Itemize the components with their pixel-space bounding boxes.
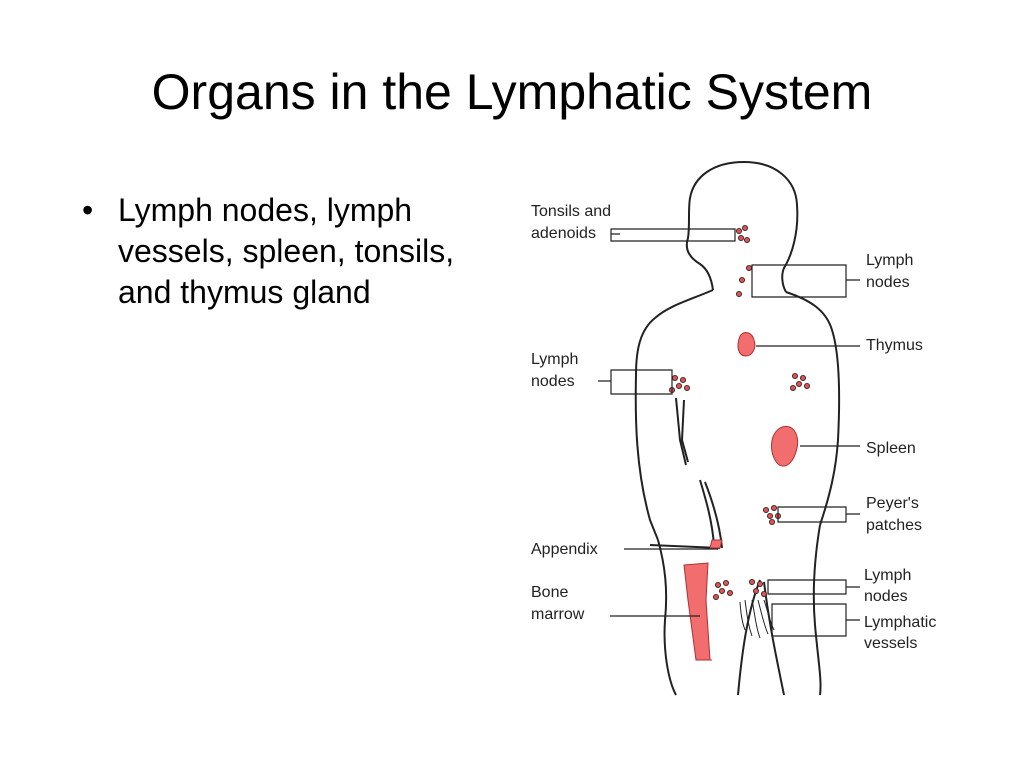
- arm-node: [676, 382, 683, 389]
- lymphatic-vessels: [739, 599, 775, 639]
- label-arm-lymph-nodes: Lymph: [531, 351, 578, 368]
- groin-node: [719, 588, 726, 595]
- torso-right-outline: [812, 524, 822, 696]
- tonsil-node: [738, 234, 745, 241]
- appendix-icon: [709, 539, 723, 549]
- groin-node: [723, 580, 730, 587]
- bullet-text: Lymph nodes, lymph vessels, spleen, tons…: [118, 192, 455, 310]
- head-outline: [685, 160, 799, 293]
- leader-lines: [598, 228, 860, 637]
- peyers-patch-node: [769, 519, 776, 526]
- diagram-labels: Tonsils and adenoids Lymph nodes Thymus …: [531, 203, 936, 652]
- vessel-line: [744, 599, 753, 637]
- groin-node: [757, 581, 764, 588]
- lymph-node-clusters: [669, 224, 811, 601]
- organs: [683, 332, 799, 661]
- label-appendix: Appendix: [531, 541, 598, 558]
- arm-node: [672, 374, 679, 381]
- bullet-list: • Lymph nodes, lymph vessels, spleen, to…: [78, 190, 498, 313]
- label-lymphatic-vessels: vessels: [864, 635, 917, 652]
- armpit-node: [792, 372, 799, 379]
- groin-node: [713, 594, 720, 601]
- hand-outline: [699, 479, 723, 549]
- armpit-node: [796, 380, 803, 387]
- label-spleen: Spleen: [866, 440, 916, 457]
- hip-line: [649, 544, 721, 549]
- vessel-line: [739, 601, 746, 631]
- bone-marrow-icon: [683, 562, 712, 661]
- armpit-node: [800, 374, 807, 381]
- label-bone-marrow: marrow: [531, 606, 585, 623]
- label-groin-lymph-nodes: nodes: [864, 588, 908, 605]
- armpit-node: [790, 384, 797, 391]
- tonsil-node: [736, 227, 743, 234]
- peyers-patch-node: [763, 506, 770, 513]
- groin-node: [749, 579, 756, 586]
- neck-node: [736, 290, 743, 297]
- arm-node: [680, 376, 687, 383]
- leg-inner-outline: [737, 579, 785, 696]
- groin-node: [753, 588, 760, 595]
- vessel-line: [757, 599, 769, 635]
- arm-node: [684, 384, 691, 391]
- peyers-patch-node: [771, 504, 778, 511]
- label-tonsils-adenoids: adenoids: [531, 225, 596, 242]
- label-arm-lymph-nodes: nodes: [531, 373, 575, 390]
- torso-left-outline: [657, 539, 677, 696]
- neck-node: [739, 276, 746, 283]
- slide-title: Organs in the Lymphatic System: [151, 64, 873, 120]
- tonsil-node: [744, 236, 751, 243]
- spleen-icon: [771, 426, 799, 467]
- bullet-dot-icon: •: [82, 192, 94, 228]
- peyers-patch-node: [767, 513, 774, 520]
- shoulder-right-outline: [785, 291, 841, 526]
- thymus-icon: [737, 332, 756, 357]
- groin-node: [727, 590, 734, 597]
- armpit-node: [804, 382, 811, 389]
- shoulder-left-outline: [634, 289, 714, 541]
- label-tonsils-adenoids: Tonsils and: [531, 203, 611, 220]
- body-outline: [634, 160, 841, 696]
- groin-node: [715, 582, 722, 589]
- label-neck-lymph-nodes: Lymph: [866, 252, 913, 269]
- tonsil-node: [742, 224, 749, 231]
- groin-node: [761, 591, 768, 598]
- label-thymus: Thymus: [866, 337, 923, 354]
- label-neck-lymph-nodes: nodes: [866, 274, 910, 291]
- label-bone-marrow: Bone: [531, 584, 568, 601]
- arm-inner-outline: [675, 397, 689, 466]
- label-lymphatic-vessels: Lymphatic: [864, 614, 936, 631]
- vessel-line: [763, 599, 775, 631]
- neck-node: [746, 264, 753, 271]
- label-peyers-patches: patches: [866, 517, 922, 534]
- label-groin-lymph-nodes: Lymph: [864, 567, 911, 584]
- bullet-item: • Lymph nodes, lymph vessels, spleen, to…: [78, 190, 498, 313]
- label-peyers-patches: Peyer's: [866, 495, 919, 512]
- vessel-line: [751, 599, 761, 639]
